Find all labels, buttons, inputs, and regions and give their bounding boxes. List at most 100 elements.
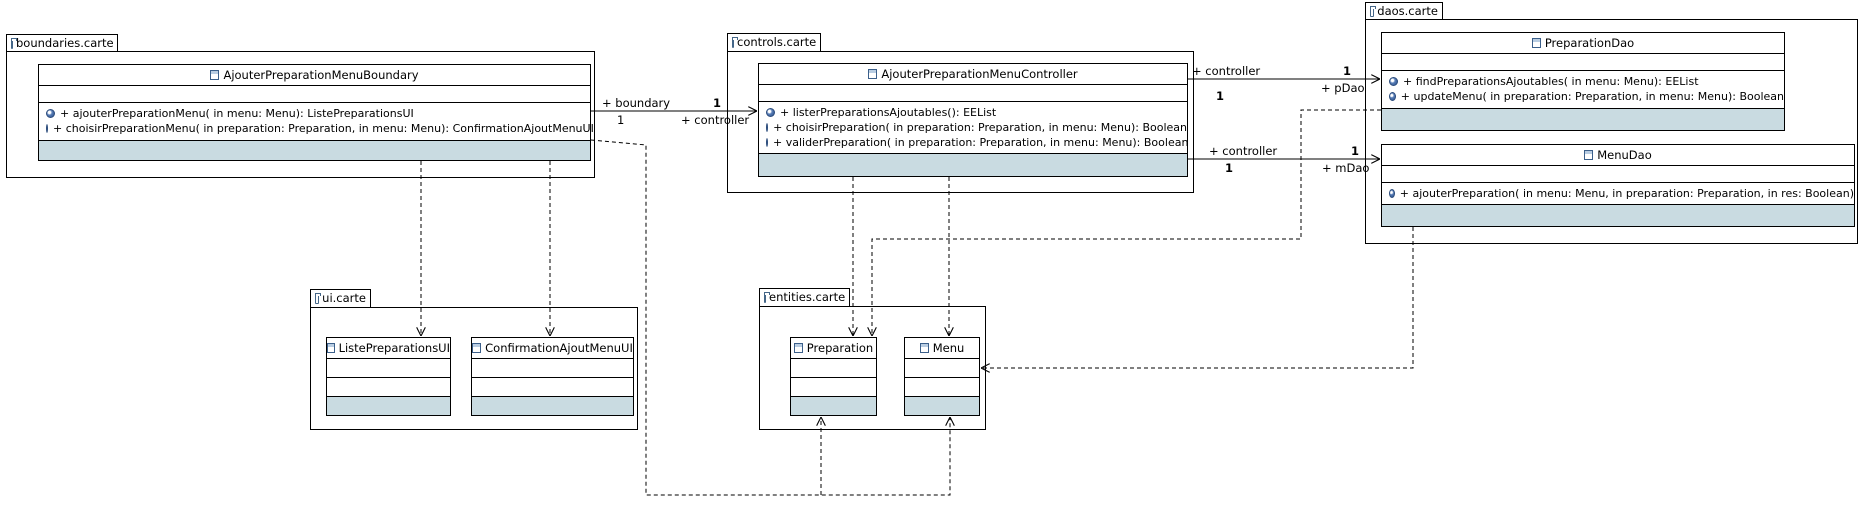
class-menu[interactable]: Menu (904, 337, 980, 416)
package-tab-entities[interactable]: entities.carte (759, 288, 850, 306)
mult-pdao: 1 (1343, 64, 1352, 78)
operation-row[interactable]: + listerPreparationsAjoutables(): EEList (759, 105, 1187, 120)
class-name: ConfirmationAjoutMenuUI (485, 341, 633, 355)
class-icon (919, 343, 929, 353)
class-icon (868, 69, 878, 79)
operation-signature: + ajouterPreparation( in menu: Menu, in … (1399, 187, 1854, 200)
class-header: MenuDao (1382, 145, 1854, 166)
operation-row[interactable]: + ajouterPreparation( in menu: Menu, in … (1382, 186, 1854, 201)
attributes-compartment (791, 359, 876, 378)
operation-icon (46, 124, 48, 133)
package-name-daos: daos.carte (1377, 4, 1438, 18)
class-icon (327, 343, 335, 353)
operation-signature: + updateMenu( in preparation: Preparatio… (1400, 90, 1784, 103)
operations-compartment: + listerPreparationsAjoutables(): EEList… (759, 102, 1189, 154)
operation-row[interactable]: + choisirPreparationMenu( in preparation… (39, 121, 594, 136)
operation-icon (1389, 77, 1398, 86)
class-header: ConfirmationAjoutMenuUI (472, 338, 633, 359)
folder-icon (1370, 6, 1377, 17)
package-tab-ui[interactable]: ui.carte (310, 289, 371, 307)
operation-icon (766, 138, 768, 147)
operations-compartment: + findPreparationsAjoutables( in menu: M… (1382, 71, 1784, 109)
operation-signature: + choisirPreparationMenu( in preparation… (53, 122, 594, 135)
class-header: ListePreparationsUI (327, 338, 450, 359)
class-confirmation-ajout-menu-ui[interactable]: ConfirmationAjoutMenuUI (471, 337, 634, 416)
class-liste-preparations-ui[interactable]: ListePreparationsUI (326, 337, 451, 416)
package-tab-daos[interactable]: daos.carte (1365, 2, 1443, 20)
role-pdao: + pDao (1321, 81, 1365, 95)
operation-icon (1389, 92, 1396, 101)
package-name-controls: controls.carte (737, 35, 817, 49)
role-controller: + controller (681, 113, 750, 127)
attributes-compartment (759, 85, 1187, 102)
operation-row[interactable]: + updateMenu( in preparation: Preparatio… (1382, 89, 1784, 104)
class-name: PreparationDao (1544, 36, 1635, 50)
folder-icon (11, 38, 17, 49)
attributes-compartment (39, 86, 590, 103)
mult-controller-pdao: 1 (1216, 89, 1225, 103)
class-icon (472, 343, 482, 353)
class-name: AjouterPreparationMenuBoundary (223, 68, 419, 82)
class-icon (793, 343, 803, 353)
mult-controller: 1 (713, 96, 722, 110)
operations-compartment (327, 378, 450, 397)
class-ajouter-preparation-menu-controller[interactable]: AjouterPreparationMenuController + liste… (758, 63, 1188, 177)
dep-boundary-entities-loop[interactable] (590, 139, 950, 496)
extra-compartment (1382, 205, 1854, 226)
mult-mdao: 1 (1351, 144, 1360, 158)
operation-row[interactable]: + ajouterPreparationMenu( in menu: Menu)… (39, 106, 590, 121)
extra-compartment (39, 141, 590, 160)
operations-compartment (791, 378, 876, 397)
attributes-compartment (905, 359, 979, 378)
operations-compartment: + ajouterPreparationMenu( in menu: Menu)… (39, 103, 594, 141)
operation-row[interactable]: + validerPreparation( in preparation: Pr… (759, 135, 1189, 150)
mult-controller-mdao: 1 (1225, 161, 1234, 175)
mult-boundary: 1 (617, 113, 625, 127)
operation-signature: + ajouterPreparationMenu( in menu: Menu)… (60, 107, 414, 120)
class-header: Preparation (791, 338, 876, 359)
package-tab-boundaries[interactable]: boundaries.carte (6, 34, 118, 52)
class-ajouter-preparation-menu-boundary[interactable]: AjouterPreparationMenuBoundary + ajouter… (38, 64, 594, 161)
dep-pdao-preparation[interactable] (872, 109, 1381, 336)
operation-icon (46, 109, 55, 118)
extra-compartment (905, 397, 979, 415)
class-name: AjouterPreparationMenuController (881, 67, 1078, 81)
package-name-entities: entities.carte (769, 290, 846, 304)
operation-signature: + choisirPreparation( in preparation: Pr… (773, 121, 1187, 134)
attributes-compartment (472, 359, 633, 378)
class-preparation-dao[interactable]: PreparationDao + findPreparationsAjoutab… (1381, 32, 1785, 131)
dep-mdao-menu[interactable] (981, 227, 1414, 368)
class-header: AjouterPreparationMenuController (759, 64, 1187, 85)
class-icon (210, 70, 220, 80)
operation-row[interactable]: + findPreparationsAjoutables( in menu: M… (1382, 74, 1784, 89)
class-icon (1531, 38, 1541, 48)
role-mdao: + mDao (1322, 161, 1370, 175)
operations-compartment (472, 378, 633, 397)
folder-icon (732, 37, 738, 48)
class-name: Menu (932, 341, 965, 355)
package-tab-controls[interactable]: controls.carte (727, 33, 821, 51)
operation-row[interactable]: + choisirPreparation( in preparation: Pr… (759, 120, 1187, 135)
folder-icon (315, 293, 322, 304)
class-header: Menu (905, 338, 979, 359)
attributes-compartment (1382, 54, 1784, 71)
class-icon (1584, 150, 1594, 160)
operation-signature: + validerPreparation( in preparation: Pr… (773, 136, 1189, 149)
class-preparation[interactable]: Preparation (790, 337, 877, 416)
attributes-compartment (327, 359, 450, 378)
operation-icon (766, 123, 769, 132)
class-header: AjouterPreparationMenuBoundary (39, 65, 590, 86)
extra-compartment (327, 397, 450, 415)
attributes-compartment (1382, 166, 1854, 183)
role-controller-pdao: + controller (1192, 64, 1261, 78)
operation-signature: + listerPreparationsAjoutables(): EEList (780, 106, 997, 119)
class-name: MenuDao (1597, 148, 1652, 162)
folder-icon (764, 292, 770, 303)
role-controller-mdao: + controller (1209, 144, 1278, 158)
extra-compartment (759, 154, 1187, 176)
class-name: Preparation (806, 341, 874, 355)
operations-compartment (905, 378, 979, 397)
class-menu-dao[interactable]: MenuDao + ajouterPreparation( in menu: M… (1381, 144, 1855, 227)
